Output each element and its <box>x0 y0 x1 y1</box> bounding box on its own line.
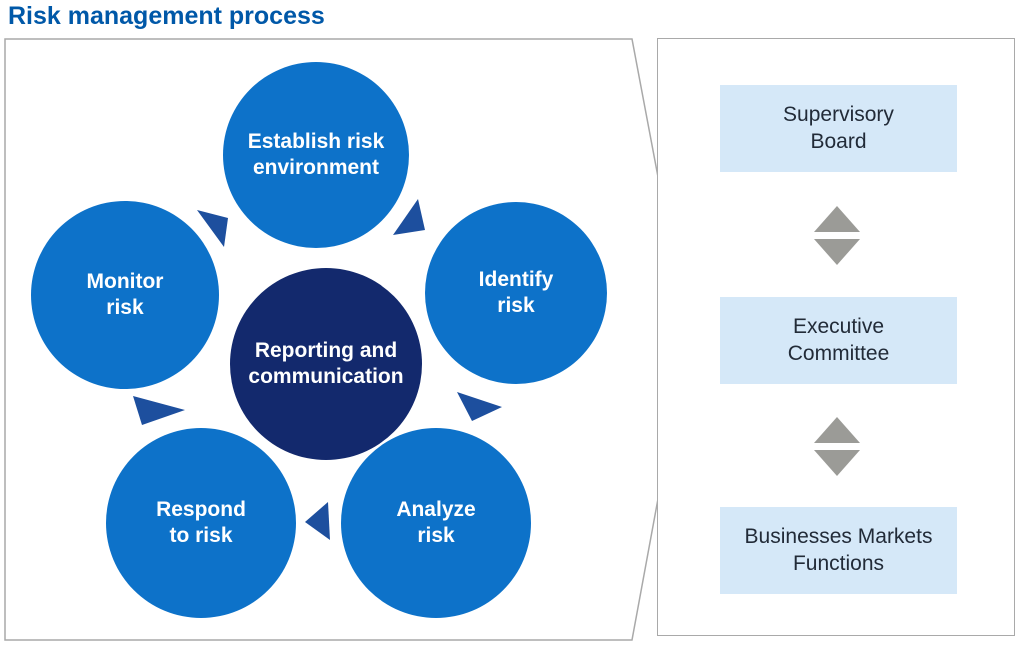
arrow-down-icon <box>814 450 860 476</box>
cycle-step-respond-to-risk: Respond to risk <box>106 428 296 618</box>
flow-arrow-monitor-to-establish-icon <box>197 210 228 247</box>
cycle-step-establish-risk-environment: Establish risk environment <box>223 62 409 248</box>
cycle-step-label: Identify risk <box>478 267 554 317</box>
flow-arrow-identify-to-analyze-icon <box>457 392 502 421</box>
flow-arrow-analyze-to-respond-icon <box>305 502 330 540</box>
arrow-up-icon <box>814 417 860 443</box>
governance-box-businesses-markets-functions: Businesses Markets Functions <box>720 507 957 594</box>
cycle-step-label: Respond to risk <box>156 497 246 547</box>
cycle-step-analyze-risk: Analyze risk <box>341 428 531 618</box>
cycle-step-identify-risk: Identify risk <box>425 202 607 384</box>
governance-box-supervisory-board: Supervisory Board <box>720 85 957 172</box>
cycle-step-label: Establish risk environment <box>247 129 385 179</box>
bidirectional-arrow-icon <box>814 206 860 265</box>
page-title: Risk management process <box>8 2 325 30</box>
cycle-step-label: Monitor risk <box>86 269 164 319</box>
governance-box-label: Supervisory Board <box>783 103 894 153</box>
bidirectional-arrow-icon <box>814 417 860 476</box>
arrow-up-icon <box>814 206 860 232</box>
cycle-step-label: Analyze risk <box>396 497 476 547</box>
flow-arrow-respond-to-monitor-icon <box>133 396 185 425</box>
cycle-center-label: Reporting and communication <box>248 338 404 388</box>
cycle-step-monitor-risk: Monitor risk <box>31 201 219 389</box>
arrow-down-icon <box>814 239 860 265</box>
governance-box-label: Executive Committee <box>787 315 890 365</box>
governance-box-label: Businesses Markets Functions <box>744 525 933 575</box>
cycle-center-reporting-communication: Reporting and communication <box>230 268 422 460</box>
flow-arrow-establish-to-identify-icon <box>393 199 425 235</box>
governance-box-executive-committee: Executive Committee <box>720 297 957 384</box>
